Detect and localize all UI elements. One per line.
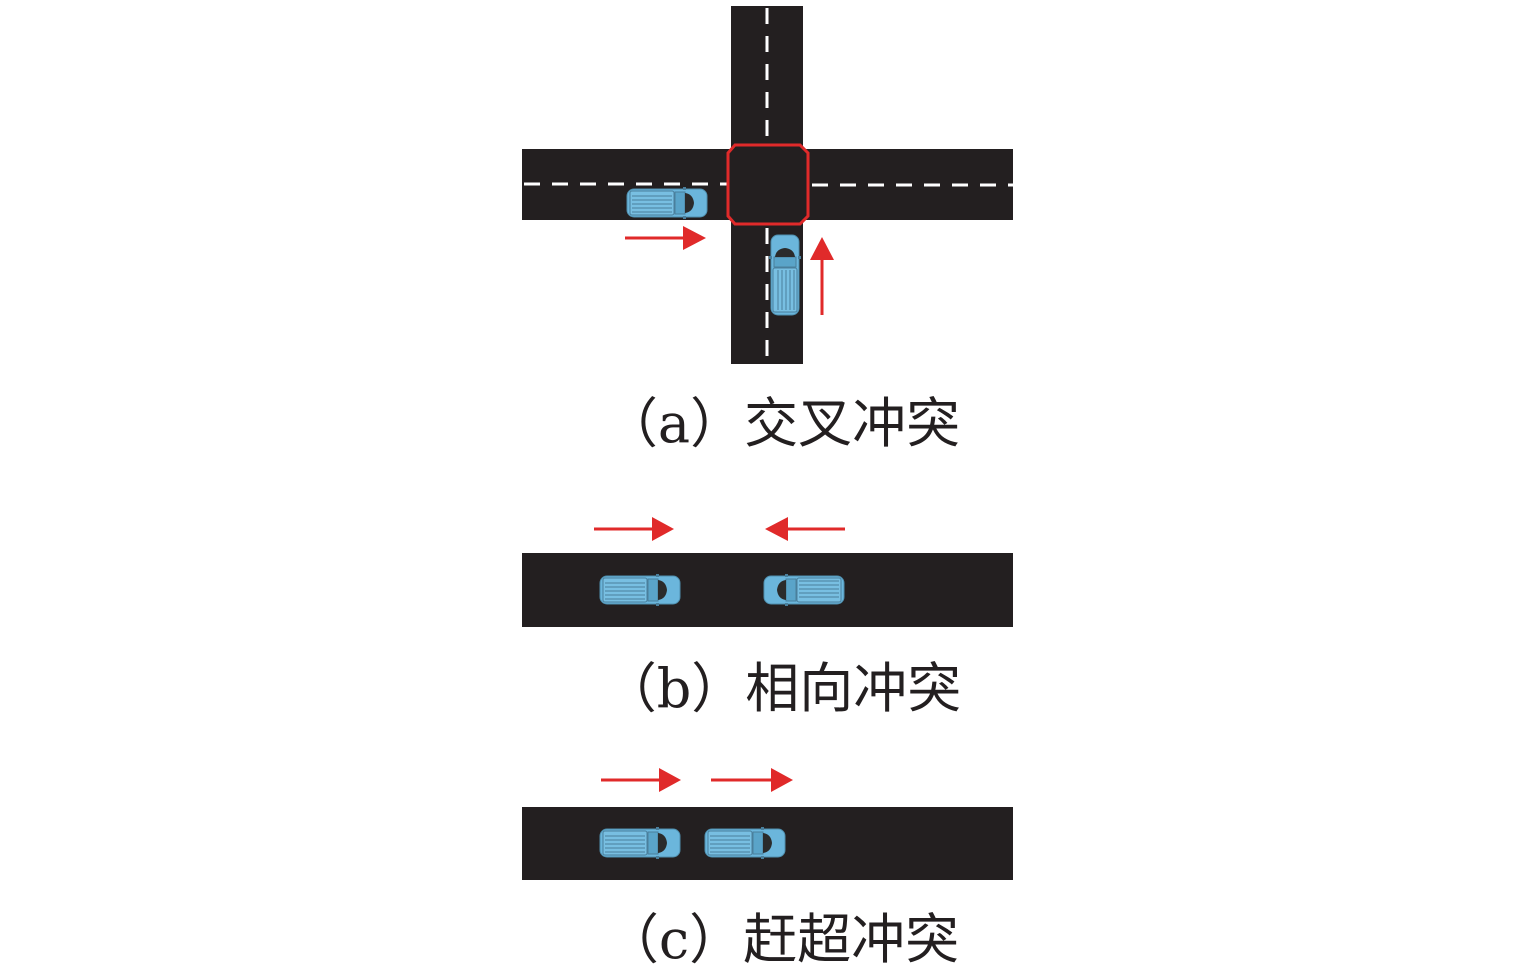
panel-a-label: （a）交叉冲突 xyxy=(604,392,960,455)
arrow-right-icon xyxy=(625,226,706,250)
arrow-right-icon xyxy=(594,517,674,541)
car-northbound xyxy=(768,234,802,316)
arrow-right-icon xyxy=(601,768,681,792)
conflict-zone xyxy=(726,143,810,226)
car-westbound xyxy=(763,573,845,607)
arrow-left-icon xyxy=(765,517,845,541)
panel-b-head-on: （b）相向冲突 xyxy=(522,517,1013,720)
car-eastbound xyxy=(626,186,708,220)
arrow-right-icon xyxy=(711,768,793,792)
panel-c-overtaking: （c）赶超冲突 xyxy=(522,768,1013,971)
panel-a-intersection: （a）交叉冲突 xyxy=(522,6,1013,455)
panel-c-label: （c）赶超冲突 xyxy=(605,908,959,971)
car-rear xyxy=(599,826,681,860)
arrow-up-icon xyxy=(810,237,834,315)
car-front xyxy=(704,826,786,860)
panel-b-label: （b）相向冲突 xyxy=(603,657,962,720)
car-eastbound xyxy=(599,573,681,607)
